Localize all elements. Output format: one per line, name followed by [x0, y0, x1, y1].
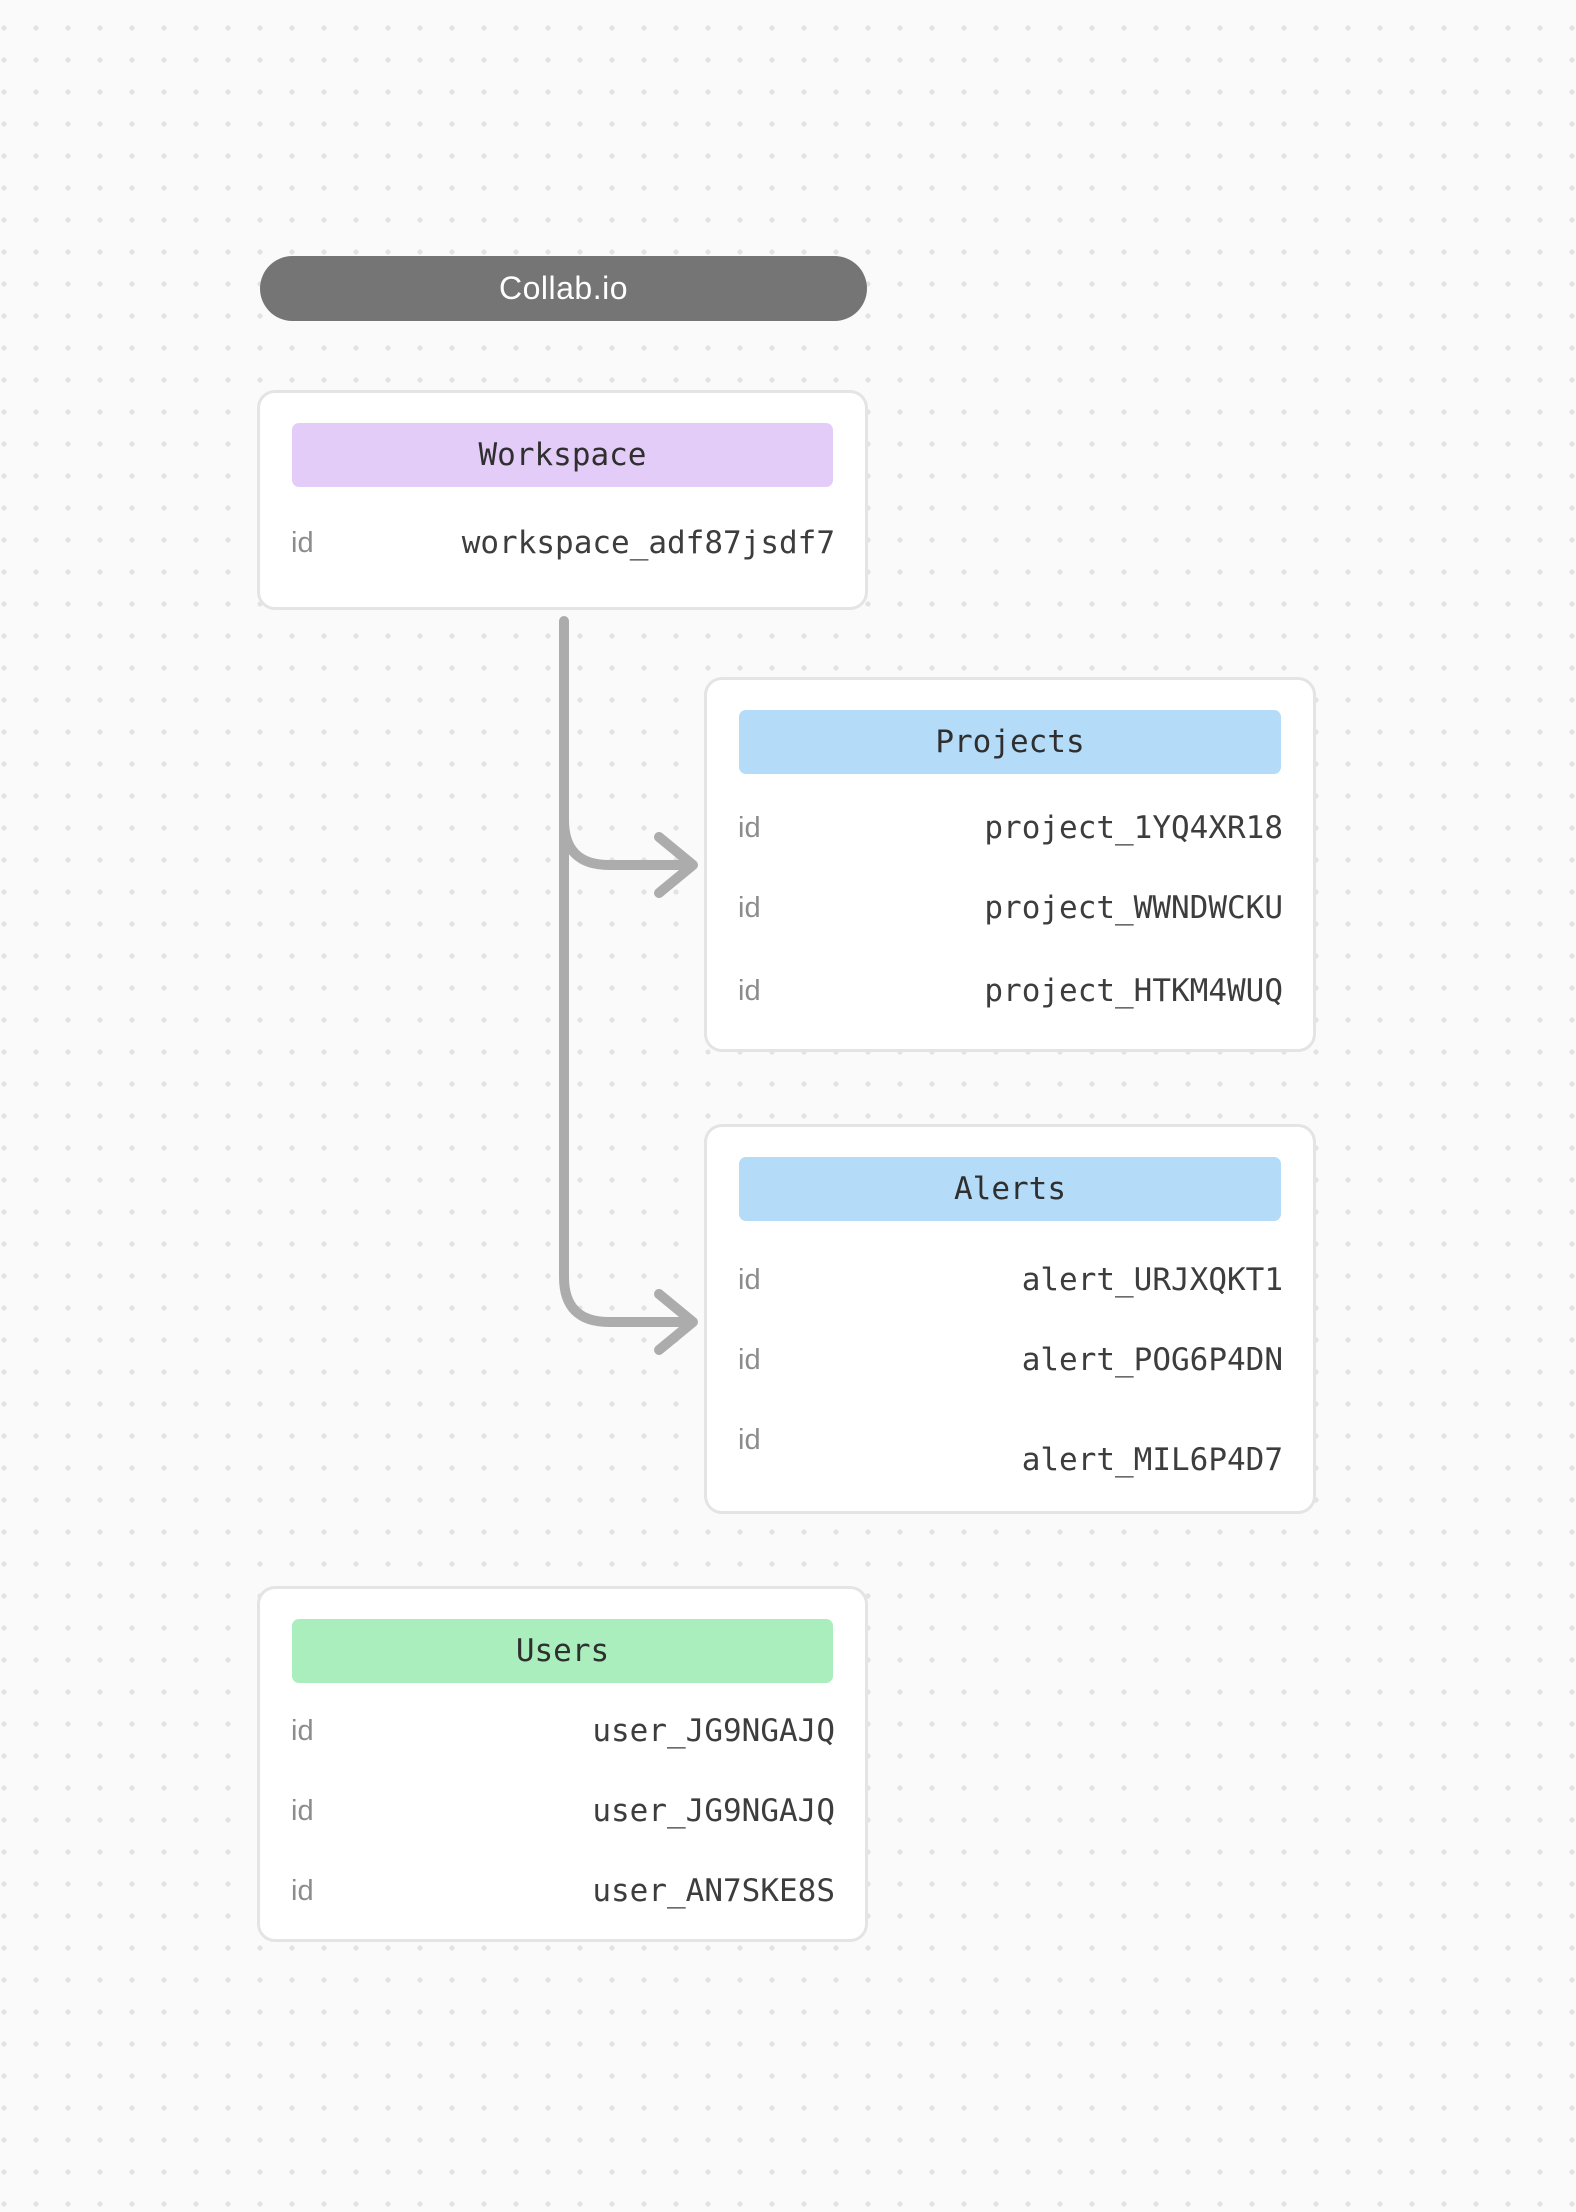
field-label: id [291, 1874, 314, 1907]
arrowhead-icon [654, 1289, 698, 1355]
field-label: id [291, 1794, 314, 1827]
field-value: user_JG9NGAJQ [592, 1713, 835, 1749]
table-row: id project_WWNDWCKU [738, 888, 1283, 928]
field-value: user_JG9NGAJQ [592, 1793, 835, 1829]
workspace-node[interactable]: Workspace id workspace_adf87jsdf7 [257, 390, 868, 610]
projects-node[interactable]: Projects id project_1YQ4XR18 id project_… [704, 677, 1316, 1052]
field-value: alert_MIL6P4D7 [1021, 1442, 1283, 1478]
alerts-node[interactable]: Alerts id alert_URJXQKT1 id alert_POG6P4… [704, 1124, 1316, 1514]
table-row: id user_JG9NGAJQ [291, 1791, 835, 1831]
table-row: id user_AN7SKE8S [291, 1871, 835, 1911]
field-label: id [738, 1263, 761, 1296]
table-row: id project_1YQ4XR18 [738, 808, 1283, 848]
field-label: id [738, 1423, 761, 1456]
field-label: id [738, 891, 761, 924]
arrowhead-icon [654, 832, 698, 898]
table-row: id project_HTKM4WUQ [738, 971, 1283, 1011]
table-row: id workspace_adf87jsdf7 [291, 523, 835, 563]
field-value: alert_POG6P4DN [1021, 1342, 1283, 1378]
field-label: id [738, 1343, 761, 1376]
edge-trunk-line [559, 616, 687, 1327]
field-label: id [291, 526, 314, 559]
field-value: project_WWNDWCKU [984, 890, 1283, 926]
workspace-node-header: Workspace [292, 423, 833, 487]
projects-node-header: Projects [739, 710, 1281, 774]
field-label: id [291, 1714, 314, 1747]
edge-workspace-projects[interactable] [559, 815, 698, 898]
table-row: id alert_POG6P4DN [738, 1340, 1283, 1380]
field-value: workspace_adf87jsdf7 [461, 525, 835, 561]
table-row: id alert_URJXQKT1 [738, 1260, 1283, 1300]
edge-workspace-alerts[interactable] [559, 616, 698, 1355]
table-row: id alert_MIL6P4D7 [738, 1420, 1283, 1479]
field-value: user_AN7SKE8S [592, 1873, 835, 1909]
users-node-header: Users [292, 1619, 833, 1683]
diagram-title-pill[interactable]: Collab.io [260, 256, 867, 321]
users-node[interactable]: Users id user_JG9NGAJQ id user_JG9NGAJQ … [257, 1586, 868, 1942]
table-row: id user_JG9NGAJQ [291, 1711, 835, 1751]
field-label: id [738, 811, 761, 844]
edge-branch-line [559, 815, 687, 870]
field-value: project_HTKM4WUQ [984, 973, 1283, 1009]
field-label: id [738, 974, 761, 1007]
field-value: project_1YQ4XR18 [984, 810, 1283, 846]
field-value: alert_URJXQKT1 [1021, 1262, 1283, 1298]
alerts-node-header: Alerts [739, 1157, 1281, 1221]
